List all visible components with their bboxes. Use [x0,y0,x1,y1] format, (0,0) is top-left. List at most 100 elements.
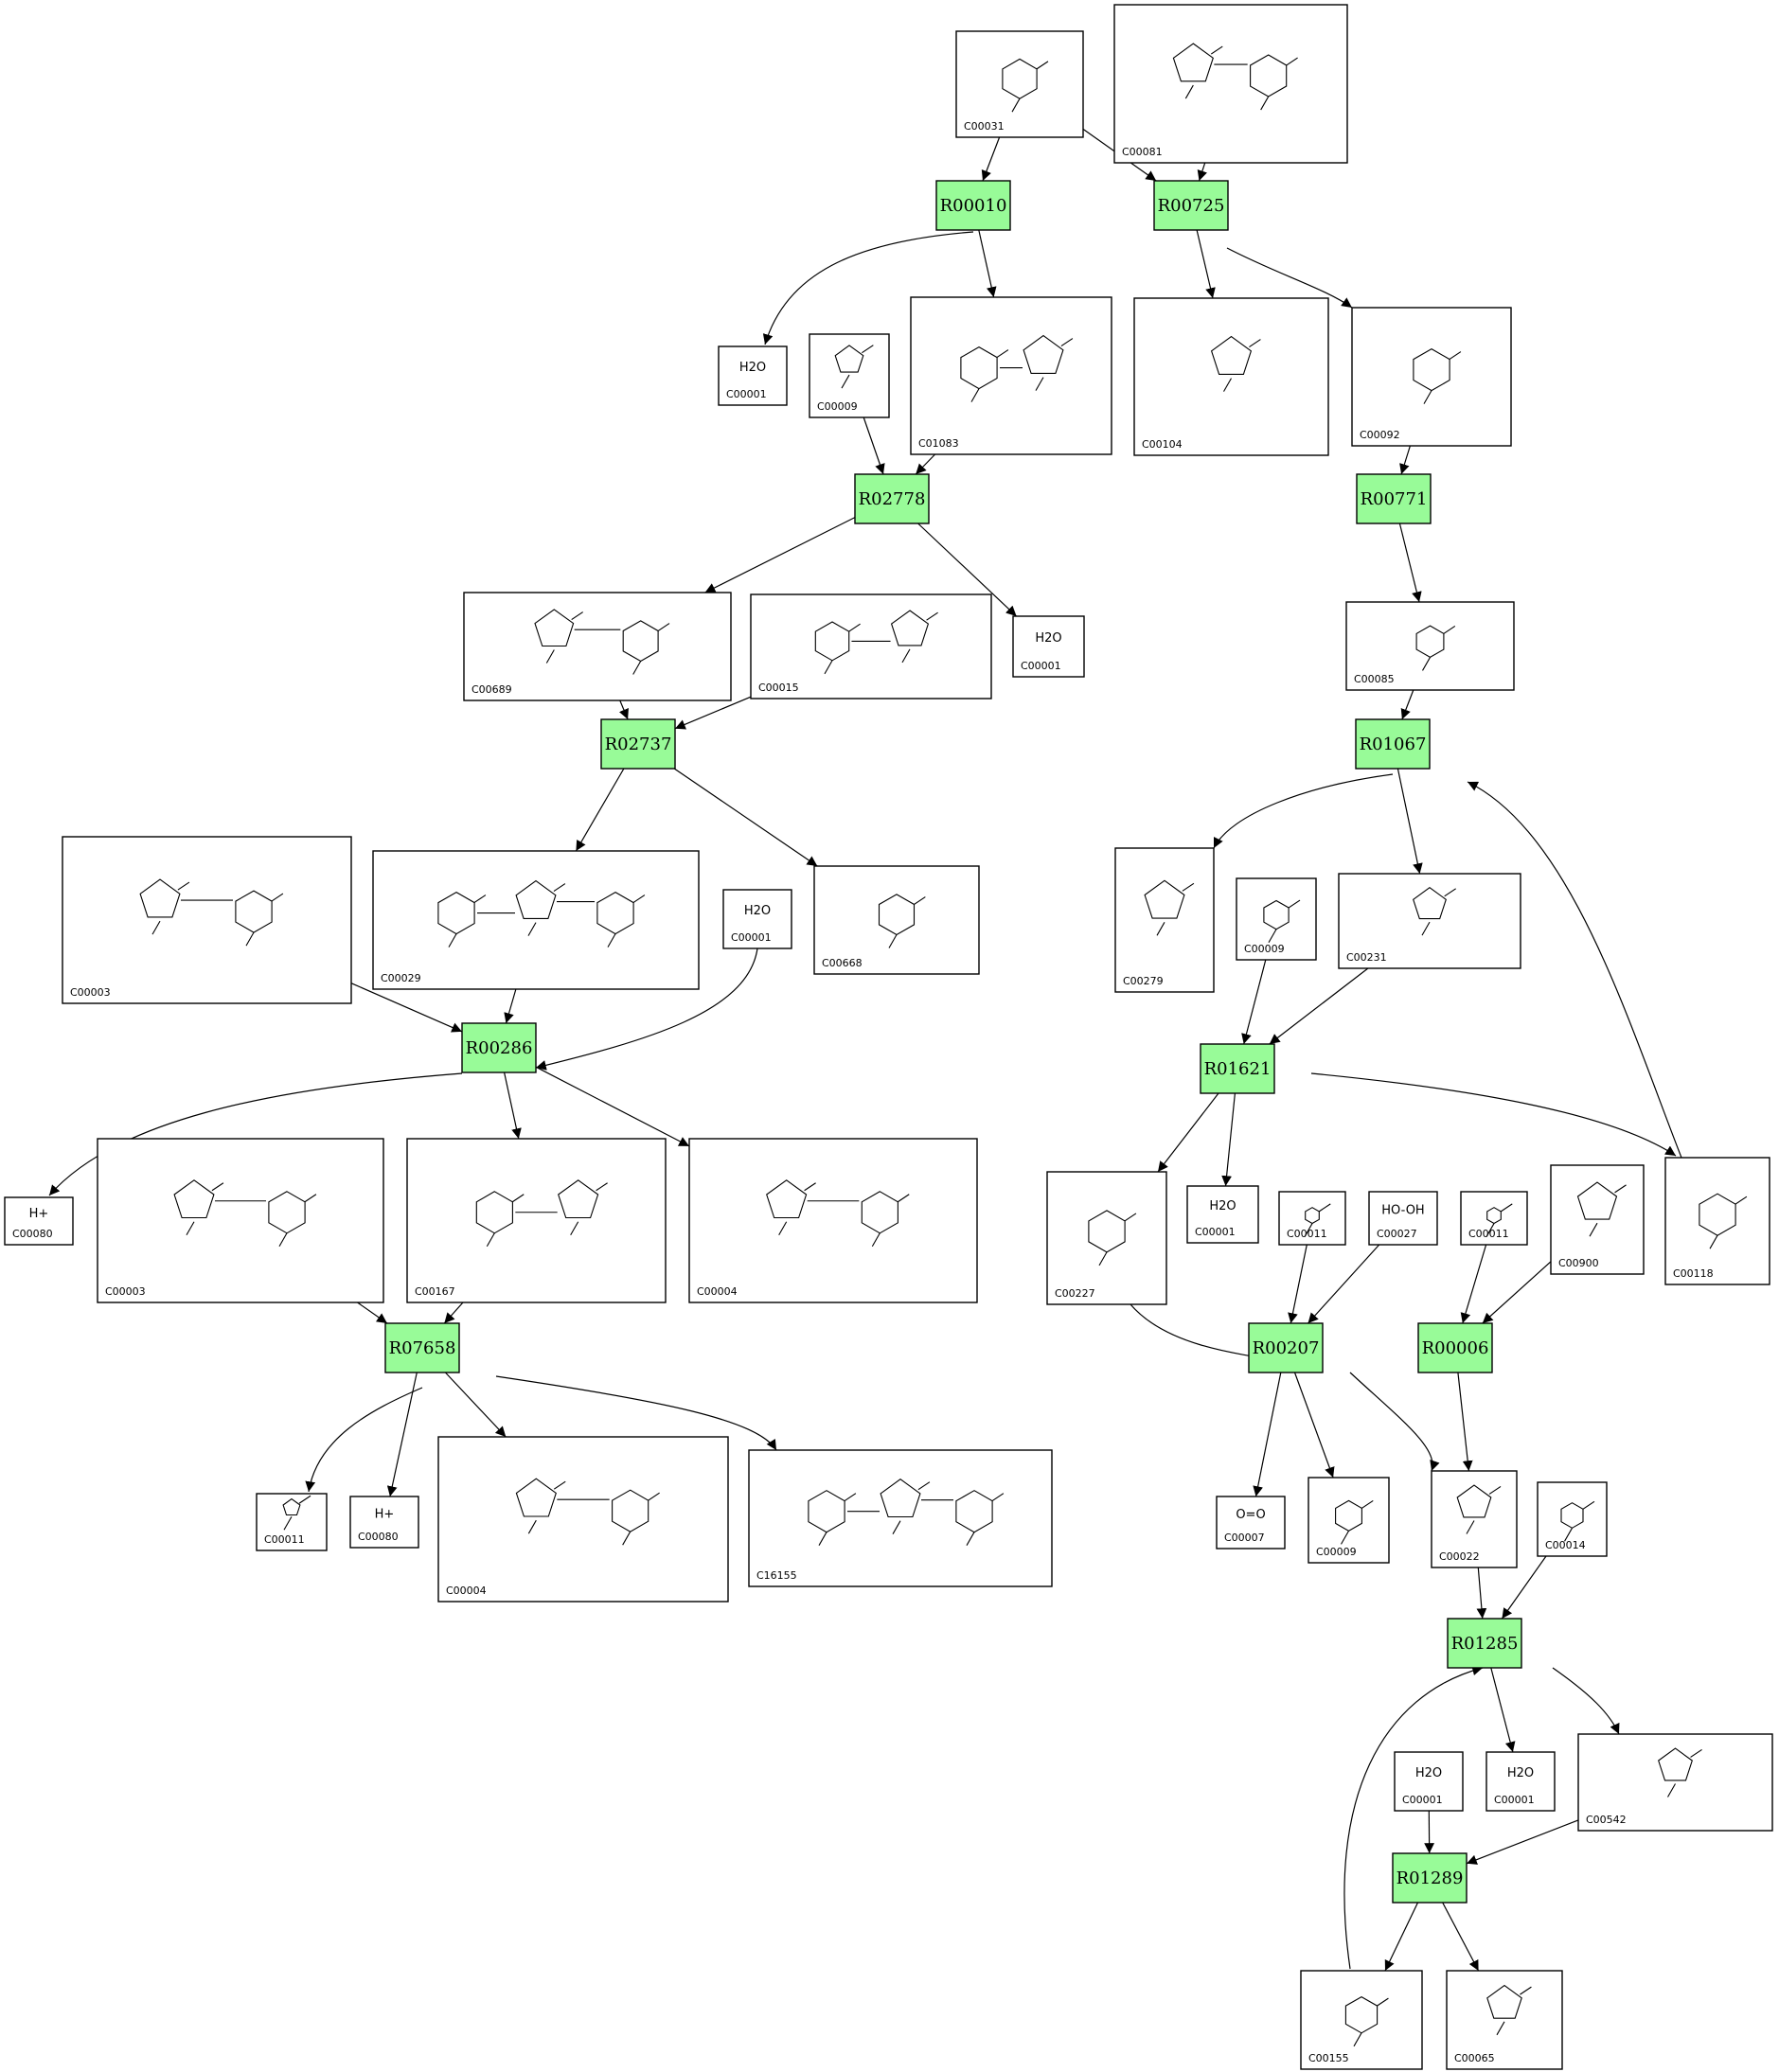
reaction-node-R02778[interactable]: R02778 [854,473,930,524]
compound-node-C00118[interactable]: C00118 [1664,1157,1770,1285]
reaction-node-R01289[interactable]: R01289 [1392,1852,1468,1904]
compound-formula: O=O [1236,1508,1265,1522]
compound-formula: H2O [744,904,771,918]
reaction-node-R07658[interactable]: R07658 [384,1322,460,1373]
compound-id-label: C00003 [105,1285,146,1298]
edge-R00286-to-n22 [535,1066,690,1147]
reaction-node-R02737[interactable]: R02737 [600,718,676,770]
compound-node-C00014[interactable]: C00014 [1537,1481,1608,1557]
compound-node-C00542[interactable]: C00542 [1577,1733,1773,1832]
structure-drawing [834,345,874,389]
compound-node-C00022[interactable]: C00022 [1431,1470,1518,1568]
compound-node-C00231[interactable]: C00231 [1338,873,1521,969]
compound-formula: H+ [375,1508,395,1522]
edge-R07658-to-n32 [444,1372,507,1438]
reaction-label: R01621 [1204,1059,1272,1079]
compound-node-C00081[interactable]: C00081 [1113,4,1348,164]
compound-formula: HO-OH [1381,1204,1424,1218]
edge-n05-to-R02778 [915,453,936,475]
compound-id-label: C00009 [1244,943,1285,955]
compound-id-label: C00004 [697,1285,738,1298]
compound-node-C00080[interactable]: H+ C00080 [349,1496,419,1549]
reaction-node-R00771[interactable]: R00771 [1356,473,1432,524]
reaction-label: R00207 [1253,1338,1320,1358]
structure-drawing [1304,1203,1331,1237]
reaction-node-R00207[interactable]: R00207 [1248,1322,1324,1373]
reaction-node-R01067[interactable]: R01067 [1355,718,1431,770]
edge-n26-to-R00207 [1308,1244,1380,1324]
compound-node-C00011[interactable]: C00011 [256,1493,328,1551]
compound-node-C00003[interactable]: C00003 [62,836,352,1004]
compound-node-C01083[interactable]: C01083 [910,296,1112,455]
reaction-node-R00006[interactable]: R00006 [1417,1322,1493,1373]
compound-node-C00668[interactable]: C00668 [813,865,980,975]
reaction-node-R00286[interactable]: R00286 [461,1022,537,1073]
compound-node-C00011[interactable]: C00011 [1278,1191,1346,1246]
compound-node-C00031[interactable]: C00031 [955,30,1084,138]
reaction-node-R00010[interactable]: R00010 [935,180,1011,231]
reaction-label: R07658 [389,1338,456,1358]
compound-node-C00092[interactable]: C00092 [1351,307,1512,447]
structure-drawing [1486,1984,1532,2036]
structure-drawing [808,1479,1005,1546]
compound-node-C00080[interactable]: H+C00080 [4,1196,74,1246]
structure-drawing [1456,1484,1502,1534]
structure-drawing [1485,1203,1513,1237]
edge-n40-to-R01289 [1466,1819,1579,1865]
reaction-label: R02737 [605,735,672,754]
reaction-label: R00725 [1158,196,1225,216]
compound-node-C00004[interactable]: C00004 [437,1436,729,1603]
compound-id-label: C00015 [758,682,799,694]
compound-node-C00227[interactable]: C00227 [1046,1171,1167,1305]
edge-R01285-to-n40 [1552,1667,1620,1735]
compound-node-C00009[interactable]: C00009 [1308,1477,1390,1564]
edge-n41-to-R01285 [1343,1665,1484,1970]
compound-id-label: C16155 [756,1569,797,1582]
compound-node-C00029[interactable]: C00029 [372,850,700,990]
compound-node-C00011[interactable]: C00011 [1460,1191,1528,1246]
compound-node-C00009[interactable]: C00009 [1236,877,1317,961]
compound-id-label: C00009 [817,400,858,413]
compound-id-label: C00080 [358,1531,399,1543]
compound-node-C16155[interactable]: C16155 [748,1449,1053,1587]
edge-R01621-to-n29 [1310,1072,1677,1157]
compound-id-label: C00031 [964,120,1005,133]
edge-n17-to-R01621 [1241,959,1267,1045]
compound-node-C00155[interactable]: C00155 [1300,1970,1423,2070]
compound-node-C00015[interactable]: C00015 [750,593,992,700]
reaction-node-R01285[interactable]: R01285 [1447,1618,1522,1669]
compound-node-C00004[interactable]: C00004 [688,1138,978,1303]
compound-id-label: C00011 [264,1533,305,1546]
edge-R01289-to-n42 [1442,1902,1480,1972]
structure-drawing [1415,625,1456,671]
compound-node-C00900[interactable]: C00900 [1550,1164,1645,1275]
compound-node-C00104[interactable]: C00104 [1133,297,1329,456]
compound-node-C00689[interactable]: C00689 [463,592,732,701]
edge-R00286-to-n19 [48,1072,463,1196]
compound-node-C00003[interactable]: C00003 [97,1138,384,1303]
compound-id-label: C00167 [415,1285,455,1298]
compound-node-C00065[interactable]: C00065 [1446,1970,1563,2070]
compound-id-label: C00001 [726,388,767,400]
edge-R00207-to-n36 [1349,1372,1440,1472]
reaction-label: R00771 [1361,489,1428,509]
reaction-node-R00725[interactable]: R00725 [1153,180,1229,231]
reaction-node-R01621[interactable]: R01621 [1200,1043,1275,1094]
compound-node-C00167[interactable]: C00167 [406,1138,667,1303]
compound-node-C00279[interactable]: C00279 [1114,847,1215,993]
compound-node-C00009[interactable]: C00009 [809,333,890,418]
compound-id-label: C00003 [70,986,111,999]
compound-node-C00085[interactable]: C00085 [1345,601,1515,691]
structure-drawing [515,1478,660,1546]
structure-drawing [1335,1499,1374,1545]
structure-drawing [1344,1995,1389,2047]
structure-drawing [475,1179,608,1248]
